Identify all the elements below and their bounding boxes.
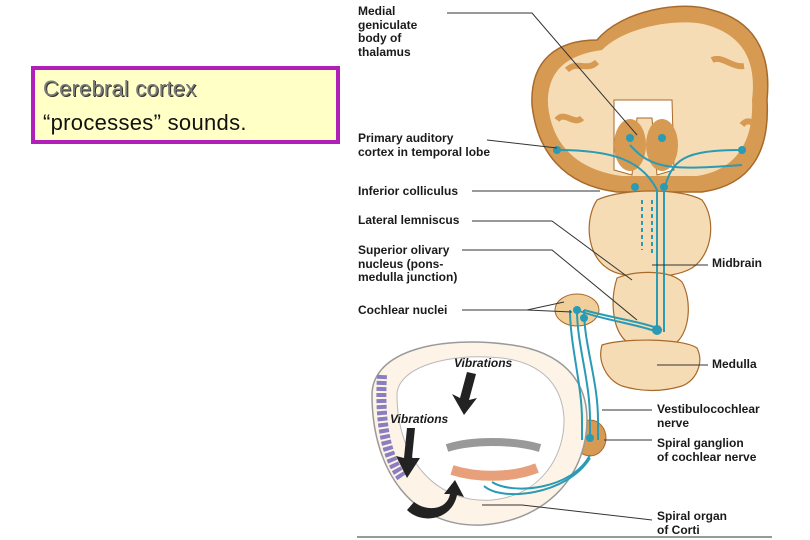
- label-primary-auditory-cortex: Primary auditory cortex in temporal lobe: [358, 131, 491, 159]
- label-medulla: Medulla: [712, 357, 757, 371]
- auditory-pathway-figure: Medial geniculate body of thalamus Prima…: [352, 0, 772, 540]
- label-vibrations-top: Vibrations: [454, 356, 513, 370]
- leader-lines: [357, 12, 772, 538]
- label-superior-olivary: Superior olivary nucleus (pons- medulla …: [358, 243, 458, 284]
- callout-subtitle: “processes” sounds.: [43, 110, 247, 135]
- curved-arrow-bottom: [407, 480, 464, 519]
- auditory-pathway-illustration: [357, 5, 772, 538]
- pons-section: [612, 271, 689, 343]
- midbrain-section: [588, 190, 712, 278]
- label-lateral-lemniscus: Lateral lemniscus: [358, 213, 460, 227]
- callout-box: Cerebral cortex “processes” sounds.: [31, 66, 340, 144]
- label-spiral-ganglion: Spiral ganglion of cochlear nerve: [657, 436, 757, 464]
- label-spiral-organ: Spiral organ of Corti: [657, 509, 728, 537]
- thalamus-right: [646, 119, 678, 171]
- label-cochlear-nuclei: Cochlear nuclei: [358, 303, 448, 317]
- label-inferior-colliculus: Inferior colliculus: [358, 184, 459, 198]
- label-medial-geniculate: Medial geniculate body of thalamus: [358, 4, 418, 59]
- medulla-section: [600, 339, 701, 392]
- label-vestibulocochlear-nerve: Vestibulocochlear nerve: [657, 402, 760, 430]
- auditory-pathway: [483, 144, 743, 496]
- vibration-arrow-left: [396, 428, 420, 478]
- pathway-nodes: [553, 134, 746, 442]
- callout-title: Cerebral cortex: [43, 76, 197, 101]
- label-vibrations-left: Vibrations: [390, 412, 449, 426]
- label-midbrain: Midbrain: [712, 256, 762, 270]
- vibration-arrow-top: [452, 372, 477, 415]
